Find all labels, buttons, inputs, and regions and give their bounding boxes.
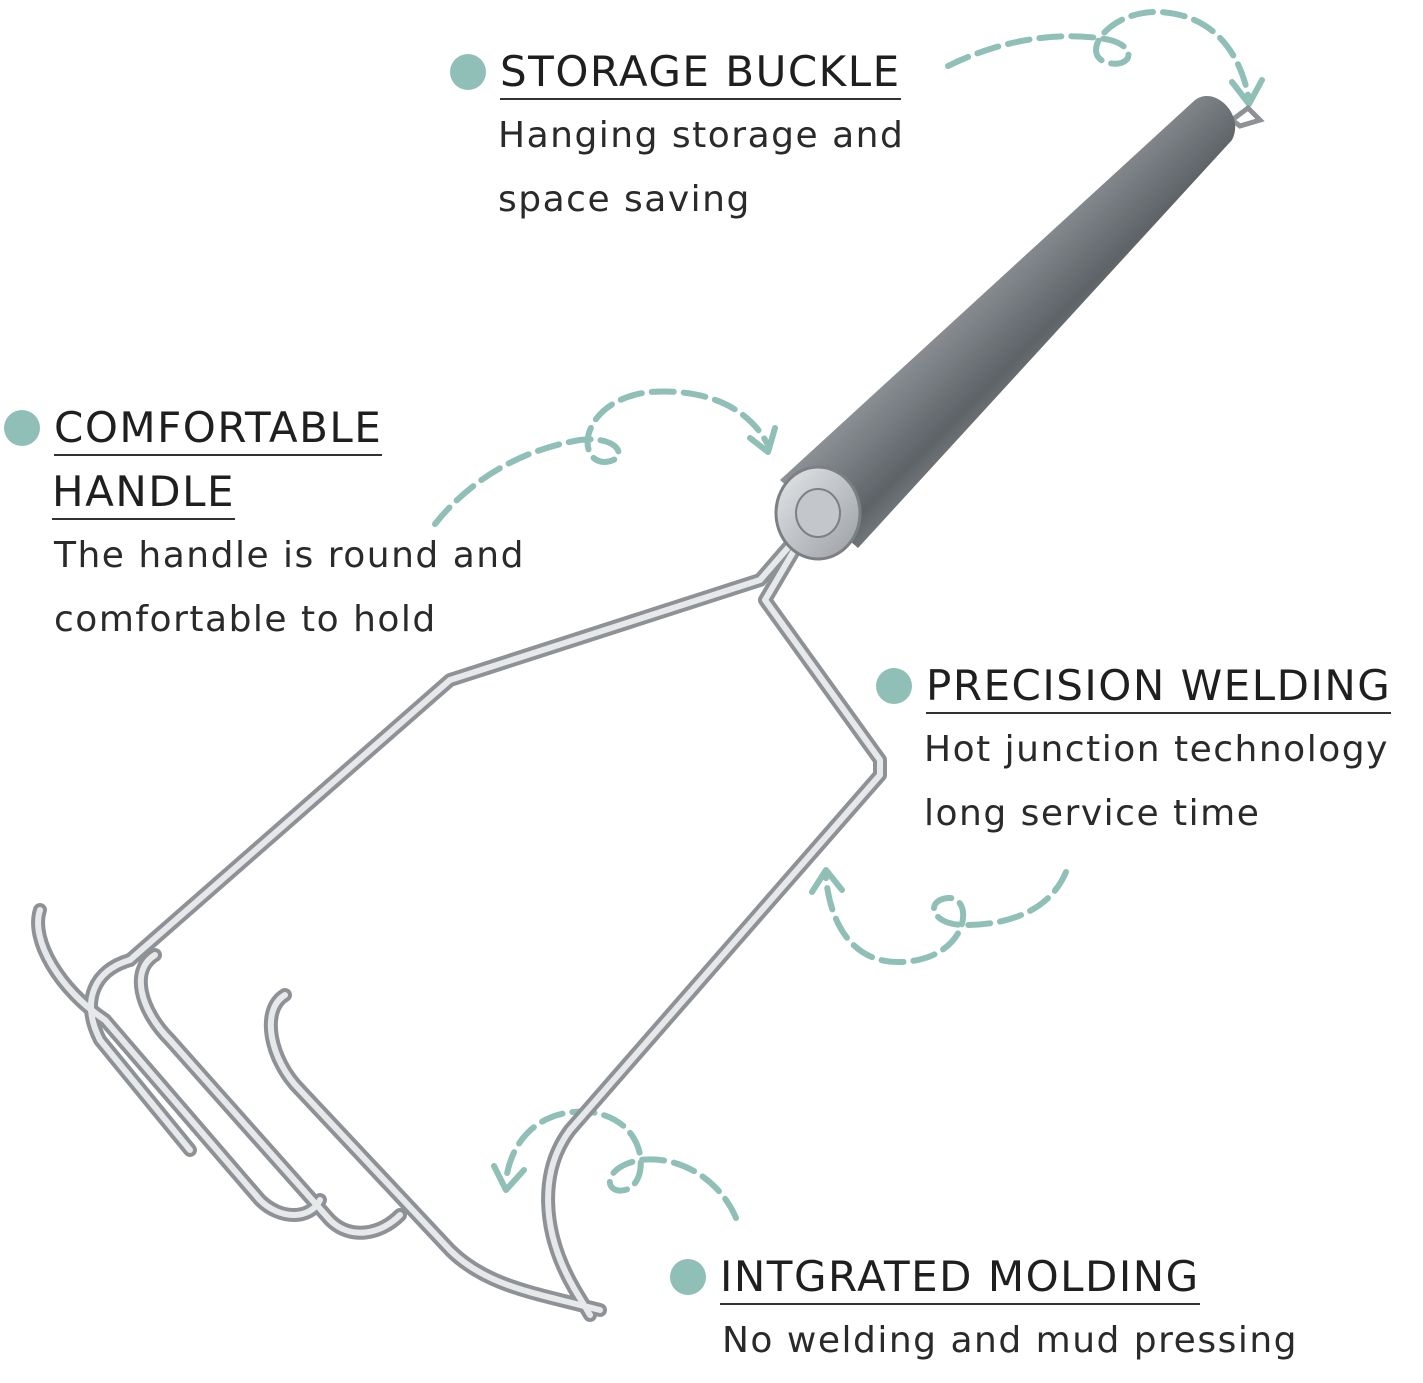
masher-wire xyxy=(31,513,887,1322)
bullet-dot-icon xyxy=(670,1259,706,1295)
callout-storage-buckle: STORAGE BUCKLE Hanging storage and space… xyxy=(450,40,970,232)
callout-title: COMFORTABLE xyxy=(54,396,383,460)
curved-dashed-arrow-icon xyxy=(823,869,1069,966)
callout-title-line2: HANDLE xyxy=(52,460,604,524)
callout-header: INTGRATED MOLDING xyxy=(670,1245,1370,1309)
callout-integrated-molding: INTGRATED MOLDING No welding and mud pre… xyxy=(670,1245,1370,1373)
callout-description-line: The handle is round and xyxy=(54,535,525,576)
title-text: COMFORTABLE xyxy=(54,403,383,456)
curved-dashed-arrow-icon xyxy=(945,8,1251,98)
curved-dashed-arrow-icon xyxy=(503,1108,739,1221)
callout-header: STORAGE BUCKLE xyxy=(450,40,970,104)
callout-description-line: space saving xyxy=(498,179,751,220)
callout-header: COMFORTABLE xyxy=(4,396,604,460)
bullet-dot-icon xyxy=(450,54,486,90)
masher-handle xyxy=(774,95,1265,561)
title-text: INTGRATED MOLDING xyxy=(720,1252,1200,1305)
arrowhead-icon xyxy=(1229,77,1265,107)
arrowhead-icon xyxy=(809,867,845,895)
callout-description-line: No welding and mud pressing xyxy=(722,1320,1298,1361)
title-text: STORAGE BUCKLE xyxy=(500,47,901,100)
callout-description-line: comfortable to hold xyxy=(54,599,437,640)
arrowhead-icon xyxy=(491,1163,527,1193)
callout-precision-welding: PRECISION WELDING Hot junction technolog… xyxy=(876,654,1421,846)
callout-description-line: Hot junction technology xyxy=(924,729,1389,770)
callout-title: STORAGE BUCKLE xyxy=(500,40,901,104)
title-text: HANDLE xyxy=(52,467,236,520)
curved-dashed-arrow-icon xyxy=(432,388,771,527)
callout-title: PRECISION WELDING xyxy=(926,654,1392,718)
callout-description-line: long service time xyxy=(924,793,1261,834)
callout-comfortable-handle: COMFORTABLE HANDLE The handle is round a… xyxy=(4,396,604,652)
callout-title: INTGRATED MOLDING xyxy=(720,1245,1200,1309)
callout-description-line: Hanging storage and xyxy=(498,115,905,156)
bullet-dot-icon xyxy=(4,410,40,446)
bullet-dot-icon xyxy=(876,668,912,704)
arrowhead-icon xyxy=(747,425,778,455)
title-text: PRECISION WELDING xyxy=(926,661,1392,714)
callout-header: PRECISION WELDING xyxy=(876,654,1421,718)
